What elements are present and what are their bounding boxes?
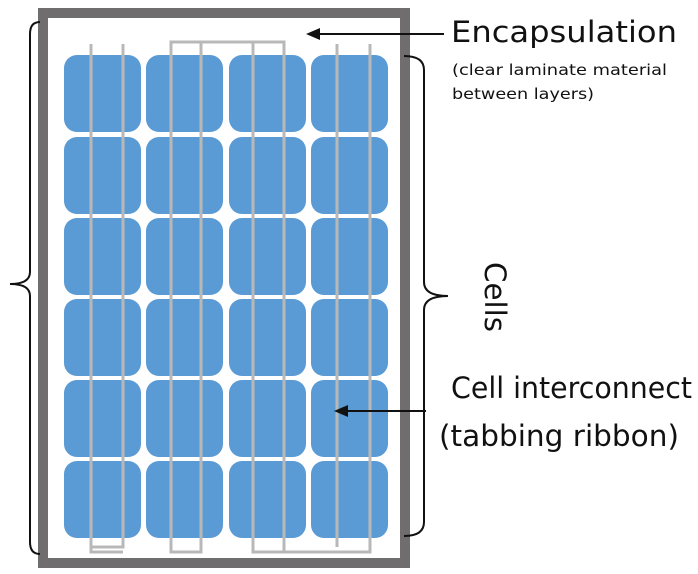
encapsulation-arrow <box>306 28 444 40</box>
solar-cell <box>229 55 306 132</box>
solar-cell <box>64 55 141 132</box>
cells-label: Cells <box>478 262 512 332</box>
solar-cell <box>311 299 388 376</box>
solar-cell <box>229 299 306 376</box>
encapsulation-title: Encapsulation <box>451 15 677 49</box>
interconnect-label-line1: Cell interconnect <box>451 371 692 405</box>
solar-cell <box>311 55 388 132</box>
solar-cell <box>229 380 306 457</box>
tabbing-ribbon <box>169 547 203 554</box>
solar-cell <box>311 380 388 457</box>
cells-bracket <box>403 55 449 537</box>
solar-cell <box>64 137 141 214</box>
solar-cell <box>146 299 223 376</box>
solar-cell <box>64 461 141 538</box>
tabbing-ribbon <box>89 44 125 549</box>
solar-cell <box>146 461 223 538</box>
interconnect-arrow <box>334 405 426 417</box>
interconnect-label-line2: (tabbing ribbon) <box>439 419 679 453</box>
solar-cell <box>146 218 223 295</box>
solar-cell <box>229 461 306 538</box>
solar-cell <box>311 137 388 214</box>
solar-cell <box>146 380 223 457</box>
solar-cell <box>64 218 141 295</box>
solar-cell <box>229 218 306 295</box>
solar-cell <box>311 218 388 295</box>
solar-cell <box>146 55 223 132</box>
encapsulation-note-line1: (clear laminate material <box>452 61 667 79</box>
encapsulation-note-line2: between layers) <box>452 85 594 103</box>
solar-cell <box>64 299 141 376</box>
left-bracket <box>9 21 41 555</box>
solar-cell <box>64 380 141 457</box>
tabbing-ribbon <box>251 44 372 554</box>
solar-cell <box>146 137 223 214</box>
tabbing-ribbons <box>89 40 372 554</box>
solar-cell <box>229 137 306 214</box>
solar-cell <box>311 461 388 538</box>
